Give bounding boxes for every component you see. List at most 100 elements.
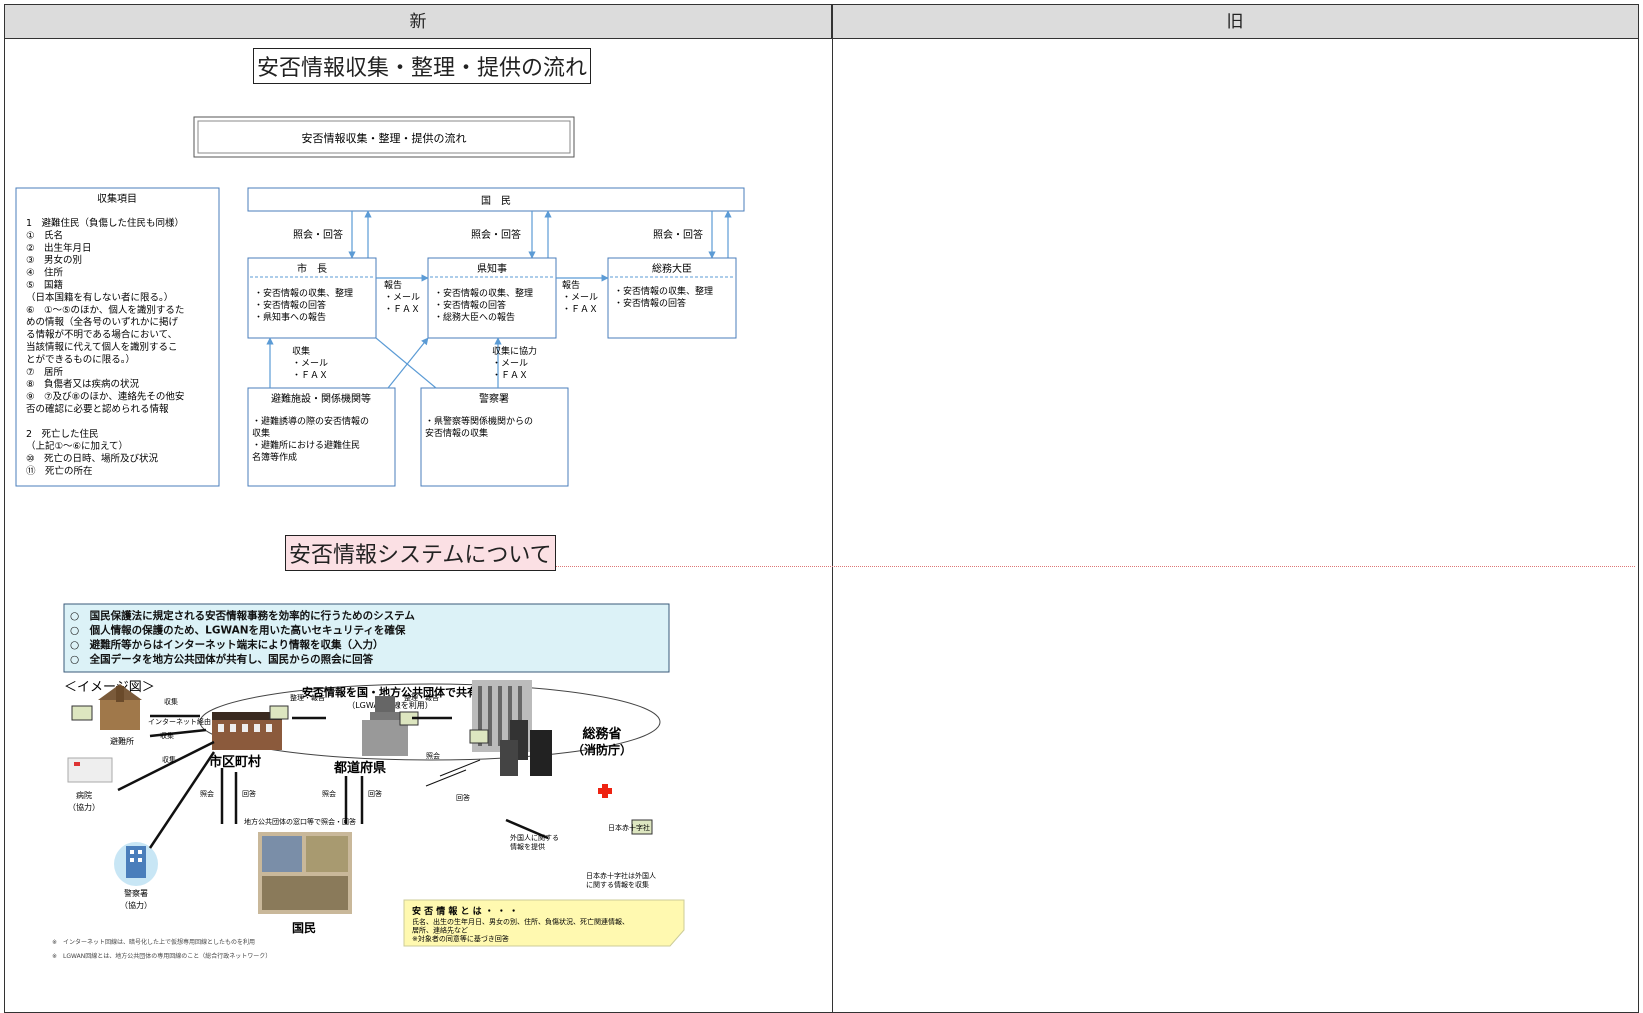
police-sub-label: （協力） [120,900,152,910]
collect-items-title: 収集項目 [97,192,137,205]
citizens-box [247,187,745,212]
system-diagram: ○ 国民保護法に規定される安否情報事務を効率的に行うためのシステム ○ 個人情報の… [52,603,685,960]
cooperate-method: ・メール [492,359,528,369]
redcross-icon [596,782,614,800]
redcross-note-1: 日本赤十字社は外国人 [586,871,656,880]
ministry-building-icon [472,680,552,776]
citizens-photo [258,832,352,914]
redcross-label: 日本赤十字社 [608,823,650,832]
collect-item: とができるものに限る。） [26,353,135,365]
collect-item: ⑦ 居所 [26,367,64,378]
mayor-duty: ・安否情報の収集、整理 [254,287,353,299]
police-duty: 安否情報の収集 [425,427,488,439]
foreign-info-label-2: 情報を提供 [510,842,545,851]
minister-title: 総務大臣 [652,262,692,275]
report-method: ・メール [562,293,598,303]
collect-method: 収集 [292,345,310,357]
governor-duty: ・総務大臣への報告 [434,311,515,323]
system-bullet: ○ 全国データを地方公共団体が共有し、国民からの照会に回答 [70,653,374,666]
collect-item: めの情報（全各号のいずれかに掲げ [26,316,179,328]
section-title-system: 安否情報システムについて [285,535,556,571]
ministry-sub-label: （消防庁） [572,742,632,757]
inquiry-label-b: 照会 [322,789,336,798]
collect-item: ⑩ 死亡の日時、場所及び状況 [26,453,159,465]
governor-duty: ・安否情報の回答 [434,299,506,311]
report-method: ・ＦＡＸ [562,305,598,315]
system-bullet: ○ 国民保護法に規定される安否情報事務を効率的に行うためのシステム [70,609,415,622]
comparison-table: 新 旧 [4,4,1639,1013]
shelter-duty: ・避難誘導の際の安否情報の [252,415,369,427]
flow-banner: 安否情報収集・整理・提供の流れ [193,116,575,158]
section-title-flow: 安否情報収集・整理・提供の流れ [253,48,592,84]
prefecture-building-icon [362,696,408,756]
citizens-label: 国 民 [481,195,511,207]
hospital-building-icon [67,757,113,783]
collect-item: ⑥ ①～⑤のほか、個人を識別するた [26,304,184,316]
shelter-title: 避難施設・関係機関等 [271,392,371,405]
collect-item: ⑪ 死亡の所在 [26,465,93,477]
shelter-duty: 収集 [252,427,270,439]
collect-items-box [15,187,220,487]
minister-duty: ・安否情報の収集、整理 [614,285,713,297]
collect-item: 1 避難住民（負傷した住民も同様） [26,217,184,229]
shelter-pc-icon [71,705,93,721]
governor-box [427,257,557,339]
collect-item: ④ 住所 [26,267,64,279]
collect-item: ③ 男女の別 [26,254,82,266]
flow-banner-text: 安否情報収集・整理・提供の流れ [302,131,467,145]
arrange-report-label-1: 整理・報告 [290,693,325,702]
safety-info-note: 安 否 情 報 と は ・ ・ ・ 氏名、出生の生年月日、男女の別、住所、負傷状… [403,899,685,947]
collect-item: ⑨ ⑦及び⑧のほか、連絡先その他安 [26,391,184,403]
cooperate-method: 収集に協力 [492,345,537,357]
minister-duty: ・安否情報の回答 [614,297,686,309]
governor-title: 県知事 [477,262,507,275]
note-line: ※対象者の同意等に基づき回答 [412,934,509,943]
collect-item: る情報が不明である場合において、 [26,329,177,341]
citizens-label-bottom: 国民 [292,921,316,935]
inquiry-label-a: 照会 [200,789,214,798]
mayor-duty: ・県知事への報告 [254,311,326,323]
report-method: 報告 [384,279,402,291]
police-duty: ・県警察等関係機関からの [425,415,533,427]
hospital-sub-label: （協力） [68,802,100,812]
flow-diagram: 安否情報収集・整理・提供の流れ 収集項目 1 避難住民（負傷した住民も同様）① … [15,116,745,487]
collect-method: ・メール [292,359,328,369]
mayor-box [247,257,377,339]
column-header-new: 新 [5,5,832,39]
answer-label-c: 回答 [456,793,470,802]
governor-duty: ・安否情報の収集、整理 [434,287,533,299]
collect-label-1: 収集 [164,697,178,706]
municipality-pc-icon [269,705,289,720]
system-bullet: ○ 個人情報の保護のため、LGWANを用いた高いセキュリティを確保 [70,624,406,637]
image-label: ＜イメージ図＞ [64,680,155,695]
answer-label-a: 回答 [242,789,256,798]
collect-item: （日本国籍を有しない者に限る。） [26,291,173,303]
police-box [420,387,569,487]
system-summary-box [63,603,670,673]
collect-item: ② 出生年月日 [26,242,92,254]
note-title: 安 否 情 報 と は ・ ・ ・ [412,905,518,917]
internet-label: インターネット経由 [148,717,211,726]
inquiry-label-1: 照会・回答 [293,228,343,241]
collect-label-3: 収集 [162,755,176,764]
cooperate-method: ・ＦＡＸ [492,371,528,381]
citizen-pc-icon [469,729,489,744]
inquiry-label-c: 照会 [426,751,440,760]
ministry-label: 総務省 [582,726,621,742]
collect-item: 当該情報に代えて個人を識別するこ [26,341,178,353]
note-line: 氏名、出生の生年月日、男女の別、住所、負傷状況、死亡関連情報、 [412,917,629,926]
shelter-duty: 名簿等作成 [252,451,297,463]
collect-item: （上記①～⑥に加えて） [26,440,128,452]
collect-item: 2 死亡した住民 [26,428,99,440]
police-label: 警察署 [124,888,148,898]
minister-box [607,257,737,339]
window-label: 地方公共団体の窓口等で照会・回答 [244,817,356,826]
share-title: 安否情報を国・地方公共団体で共有 [302,685,478,699]
collect-item: ① 氏名 [26,229,63,241]
municipality-label: 市区町村 [209,754,261,770]
report-method: ・メール [384,293,420,303]
municipality-building-icon [212,712,282,750]
arrange-report-label-2: 整理・報告 [404,693,439,702]
redcross-note-2: に関する情報を収集 [586,880,649,889]
prefecture-label: 都道府県 [333,760,386,776]
